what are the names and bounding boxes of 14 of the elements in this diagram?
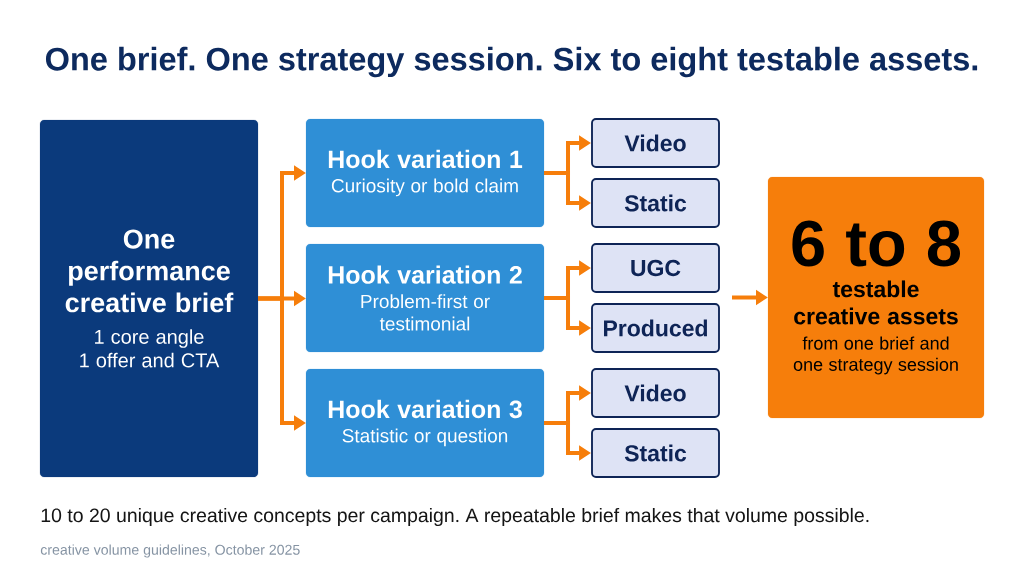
output-box: Static	[591, 178, 720, 228]
output-box: Video	[591, 368, 720, 418]
footnote: 10 to 20 unique creative concepts per campaign. A repeatable brief makes that volume possible.	[41, 507, 869, 527]
process-box: Hook variation 2 Problem-first or testimonial	[305, 243, 545, 353]
title: One brief. One strategy session. Six to eight testable assets.	[45, 46, 978, 78]
panel: One performance creative brief 1 core angle 1 offer and CTA	[39, 119, 259, 478]
output-box: Static	[591, 428, 720, 478]
source-note: creative volume guidelines, October 2025	[40, 544, 300, 558]
output-box: UGC	[591, 243, 720, 293]
result-box: 6 to 8 testable creative assets from one brief and one strategy session	[767, 176, 985, 419]
output-box: Video	[591, 118, 720, 168]
process-box: Hook variation 3 Statistic or question	[305, 368, 545, 478]
output-box: Produced	[591, 303, 720, 353]
process-box: Hook variation 1 Curiosity or bold claim	[305, 118, 545, 228]
